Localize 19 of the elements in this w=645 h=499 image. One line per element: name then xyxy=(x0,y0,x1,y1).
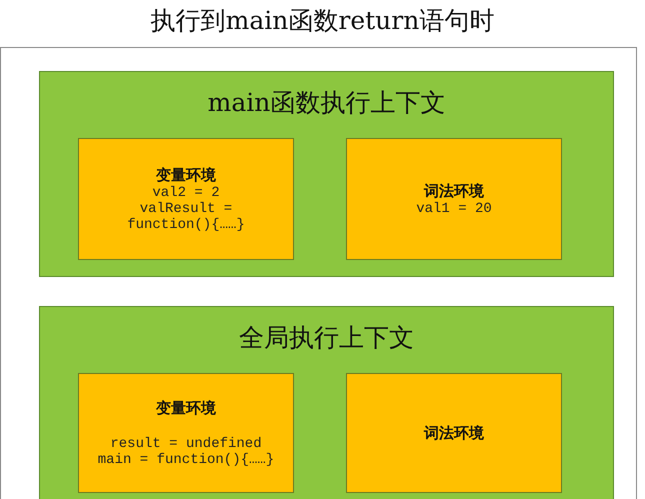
diagram-title: 执行到main函数return语句时 xyxy=(150,5,496,37)
environment-box xyxy=(346,373,562,493)
frame-box xyxy=(0,47,637,499)
environment-heading: 词法环境 xyxy=(424,182,484,200)
context-panel xyxy=(39,306,614,499)
environment-box xyxy=(78,373,294,493)
code-line: val1 = 20 xyxy=(416,200,492,216)
context-heading: main函数执行上下文 xyxy=(206,87,446,119)
code-line: valResult = function(){……} xyxy=(126,200,246,232)
code-line: result = undefined xyxy=(110,436,262,452)
environment-heading: 变量环境 xyxy=(156,166,216,184)
environment-box xyxy=(78,138,294,260)
context-panel xyxy=(39,71,614,277)
environment-box xyxy=(346,138,562,260)
environment-heading: 词法环境 xyxy=(424,424,484,442)
code-line: val2 = 2 xyxy=(152,184,220,200)
code-line: main = function(){……} xyxy=(98,452,274,468)
context-heading: 全局执行上下文 xyxy=(238,322,415,354)
environment-heading: 变量环境 xyxy=(156,398,216,418)
